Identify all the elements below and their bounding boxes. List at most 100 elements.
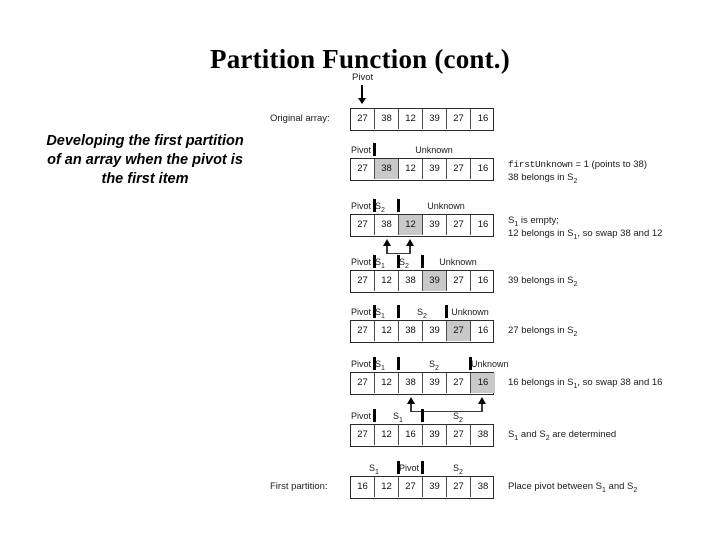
swap-stem-right: [481, 401, 483, 412]
segment-divider: [421, 409, 424, 422]
array-cell: 27: [399, 477, 423, 497]
segment-label-unknown: Unknown: [451, 307, 489, 317]
array-cell: 12: [399, 215, 423, 235]
segment-label-pivot: Pivot: [351, 359, 372, 369]
array-cell: 12: [375, 271, 399, 291]
array-cell: 27: [447, 373, 471, 393]
array-cell: 12: [375, 477, 399, 497]
swap-bar: [386, 252, 410, 254]
pivot-arrow-down-icon: [358, 98, 366, 104]
array-cell: 27: [447, 271, 471, 291]
segment-divider: [397, 199, 400, 212]
array-cell: 27: [351, 215, 375, 235]
row-label: First partition:: [270, 481, 328, 492]
array-cell: 27: [351, 109, 375, 129]
segment-label-s2: S2: [399, 257, 409, 270]
segment-divider: [397, 305, 400, 318]
segment-divider: [445, 305, 448, 318]
swap-arrow-left-icon: [406, 397, 415, 404]
segment-label-pivot: Pivot: [351, 257, 372, 267]
segment-label-s1: S1: [375, 307, 385, 320]
array-cell: 16: [399, 425, 423, 445]
segment-label-pivot: Pivot: [351, 201, 372, 211]
array-cell: 38: [477, 429, 489, 440]
segment-label-s2: S2: [453, 411, 463, 424]
segment-label-s2: S2: [375, 201, 385, 214]
swap-indicator: [406, 397, 486, 412]
slide-caption: Developing the first partition of an arr…: [46, 133, 244, 187]
array-cell: 39: [423, 159, 447, 179]
array-cell: 27: [447, 477, 471, 497]
array-cell: 38: [477, 481, 489, 492]
segment-divider: [397, 255, 400, 268]
pivot-caption: Pivot: [352, 72, 374, 83]
array-cell: 16: [477, 163, 489, 174]
segment-divider: [421, 461, 424, 474]
segment-label-s2: S2: [417, 307, 427, 320]
array-cell: 27: [351, 373, 375, 393]
array-cell: 27: [447, 425, 471, 445]
segment-divider: [373, 305, 376, 318]
array-cell: 27: [351, 159, 375, 179]
array-cell: 39: [423, 477, 447, 497]
array-cell: 16: [477, 219, 489, 230]
segment-divider: [397, 357, 400, 370]
segment-divider: [373, 255, 376, 268]
page-title: Partition Function (cont.): [210, 44, 510, 74]
segment-divider: [469, 357, 472, 370]
segment-divider: [397, 461, 400, 474]
array-cell: 38: [375, 215, 399, 235]
array-cell: 39: [423, 321, 447, 341]
array-cell: 39: [423, 425, 447, 445]
segment-label-s1: S1: [375, 359, 385, 372]
array-cell: 38: [399, 271, 423, 291]
array-cell: 16: [471, 373, 495, 393]
array-cell: 39: [423, 109, 447, 129]
array-cell: 39: [423, 373, 447, 393]
swap-stem-left: [386, 243, 388, 254]
array-cell: 38: [399, 373, 423, 393]
annotation-step-3: 39 belongs in S2: [508, 275, 578, 288]
segment-divider: [373, 409, 376, 422]
segment-label-pivot: Pivot: [399, 463, 420, 473]
swap-indicator: [382, 239, 414, 254]
annotation-step-5: 16 belongs in S1, so swap 38 and 16: [508, 377, 663, 390]
swap-arrow-right-icon: [477, 397, 486, 404]
array-cell: 12: [399, 109, 423, 129]
array-cell: 12: [375, 373, 399, 393]
array-cell: 16: [351, 477, 375, 497]
segment-divider: [373, 357, 376, 370]
array-cell: 39: [423, 271, 447, 291]
array-cell: 38: [399, 321, 423, 341]
segment-label-unknown: Unknown: [415, 145, 453, 155]
swap-arrow-right-icon: [405, 239, 414, 246]
segment-divider: [373, 199, 376, 212]
row-label: Original array:: [270, 113, 330, 124]
array-cell: 38: [375, 159, 399, 179]
segment-label-unknown: Unknown: [427, 201, 465, 211]
array-cell: 27: [447, 215, 471, 235]
annotation-step-1: firstUnknown = 1 (points to 38)38 belong…: [508, 159, 648, 185]
array-cell: 27: [447, 159, 471, 179]
array-cell: 38: [375, 109, 399, 129]
array-cell: 12: [375, 425, 399, 445]
segment-label-s2: S2: [453, 463, 463, 476]
segment-label-s2: S2: [429, 359, 439, 372]
array-cell: 27: [351, 321, 375, 341]
annotation-step-6: S1 and S2 are determined: [508, 429, 617, 442]
segment-label-pivot: Pivot: [351, 145, 372, 155]
segment-label-pivot: Pivot: [351, 307, 372, 317]
